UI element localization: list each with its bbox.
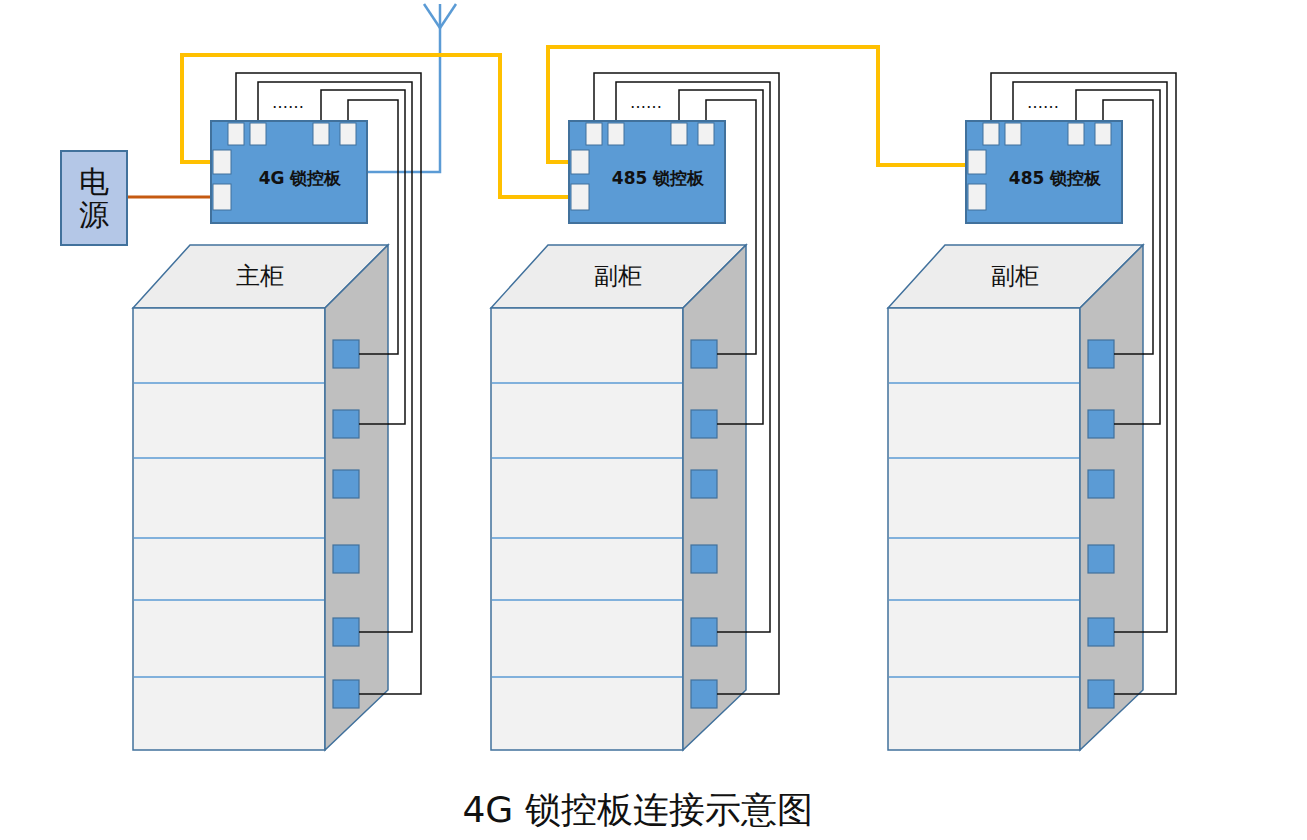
power-box: 电源	[60, 150, 128, 246]
figure-caption: 4G 锁控板连接示意图	[0, 786, 1275, 835]
ellipsis-mark: ……	[1025, 95, 1061, 111]
cabinet-label: 副柜	[991, 262, 1039, 291]
cabinet-outline	[888, 245, 1144, 751]
lock-control-board: 485 锁控板	[568, 120, 726, 224]
ellipsis-mark: ……	[270, 95, 306, 111]
board-label: 485 锁控板	[1009, 168, 1101, 188]
power-cable	[128, 196, 210, 199]
cabinet-outline	[491, 245, 747, 751]
lock-control-board: 4G 锁控板	[210, 120, 368, 224]
board-label: 485 锁控板	[612, 168, 704, 188]
board-label: 4G 锁控板	[259, 168, 342, 188]
cabinet-outline	[133, 245, 389, 751]
ellipsis-mark: ……	[628, 95, 664, 111]
cabinet-label: 主柜	[236, 262, 284, 291]
locker-cabinet: 副柜	[491, 245, 747, 751]
lock-control-board: 485 锁控板	[965, 120, 1123, 224]
power-label: 电源	[79, 165, 109, 231]
locker-cabinet: 主柜	[133, 245, 389, 751]
locker-cabinet: 副柜	[888, 245, 1144, 751]
cabinet-label: 副柜	[594, 262, 642, 291]
